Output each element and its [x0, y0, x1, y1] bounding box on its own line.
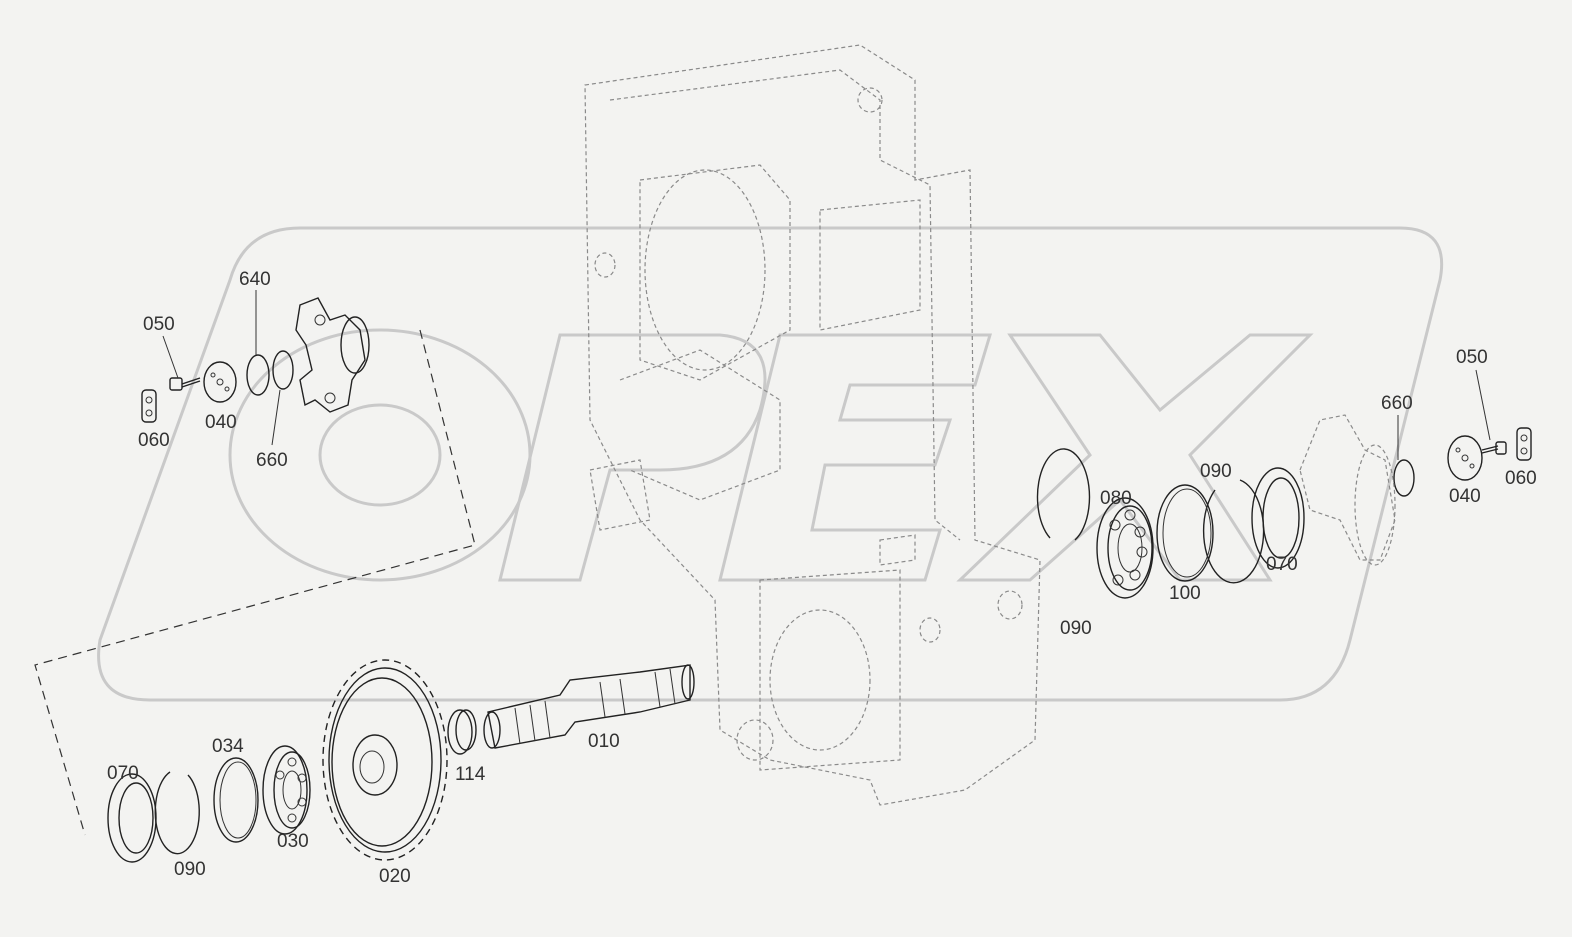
callout-050-left: 050	[143, 314, 175, 335]
callout-034: 034	[212, 736, 244, 757]
housing-ghost-outline	[584, 44, 1041, 806]
part-050-bolt-left	[169, 377, 201, 391]
callout-100: 100	[1169, 583, 1201, 604]
callout-640: 640	[239, 269, 271, 290]
callout-114: 114	[455, 764, 486, 785]
part-070-seal-left	[107, 773, 157, 863]
watermark-text: OPEX	[1200, 899, 1206, 901]
part-030-bearing	[262, 745, 311, 835]
callout-070-left: 070	[107, 763, 139, 784]
callout-090-right-lower: 090	[1060, 618, 1092, 639]
part-060-lock-plate-left	[141, 389, 157, 423]
callout-040-left: 040	[205, 412, 237, 433]
callout-040-right: 040	[1449, 486, 1481, 507]
assembly-guide-line	[34, 329, 476, 836]
callout-090-right-upper: 090	[1200, 461, 1232, 482]
part-input-flange	[1299, 414, 1396, 566]
part-090-snap-ring-right-lower	[1036, 448, 1091, 541]
part-640-oring	[246, 354, 270, 396]
part-040-washer-left	[203, 361, 237, 403]
part-660-oring-left	[272, 350, 294, 390]
callout-660-right: 660	[1381, 393, 1413, 414]
part-100-shim	[1156, 484, 1214, 582]
part-090-snap-ring-left	[154, 771, 200, 855]
part-034-shim	[213, 757, 259, 843]
part-060-lock-plate-right	[1516, 427, 1532, 461]
callout-050-right: 050	[1456, 347, 1488, 368]
part-070-seal-right	[1251, 467, 1305, 569]
part-080-bearing	[1096, 497, 1154, 599]
callout-060-left: 060	[138, 430, 170, 451]
callout-090-left: 090	[174, 859, 206, 880]
part-output-flange	[295, 297, 370, 413]
callouts: 050 640 060 040 660 050 660 090 080 070 …	[107, 269, 1537, 887]
part-010-shaft	[483, 664, 695, 749]
watermark: OPEX	[97, 226, 1444, 901]
part-114-bushing	[447, 709, 477, 755]
leader-lines	[162, 290, 1491, 460]
callout-010: 010	[588, 731, 620, 752]
callout-020: 020	[379, 866, 411, 887]
callout-030: 030	[277, 831, 309, 852]
callout-070-right: 070	[1266, 554, 1298, 575]
callout-660-left: 660	[256, 450, 288, 471]
callout-080: 080	[1100, 488, 1132, 509]
part-040-washer-right	[1447, 435, 1483, 481]
part-660-oring-right	[1393, 459, 1415, 497]
part-050-bolt-right	[1481, 441, 1507, 455]
part-020-gear	[322, 659, 448, 861]
part-090-snap-ring-right-upper	[1202, 479, 1265, 584]
callout-060-right: 060	[1505, 468, 1537, 489]
